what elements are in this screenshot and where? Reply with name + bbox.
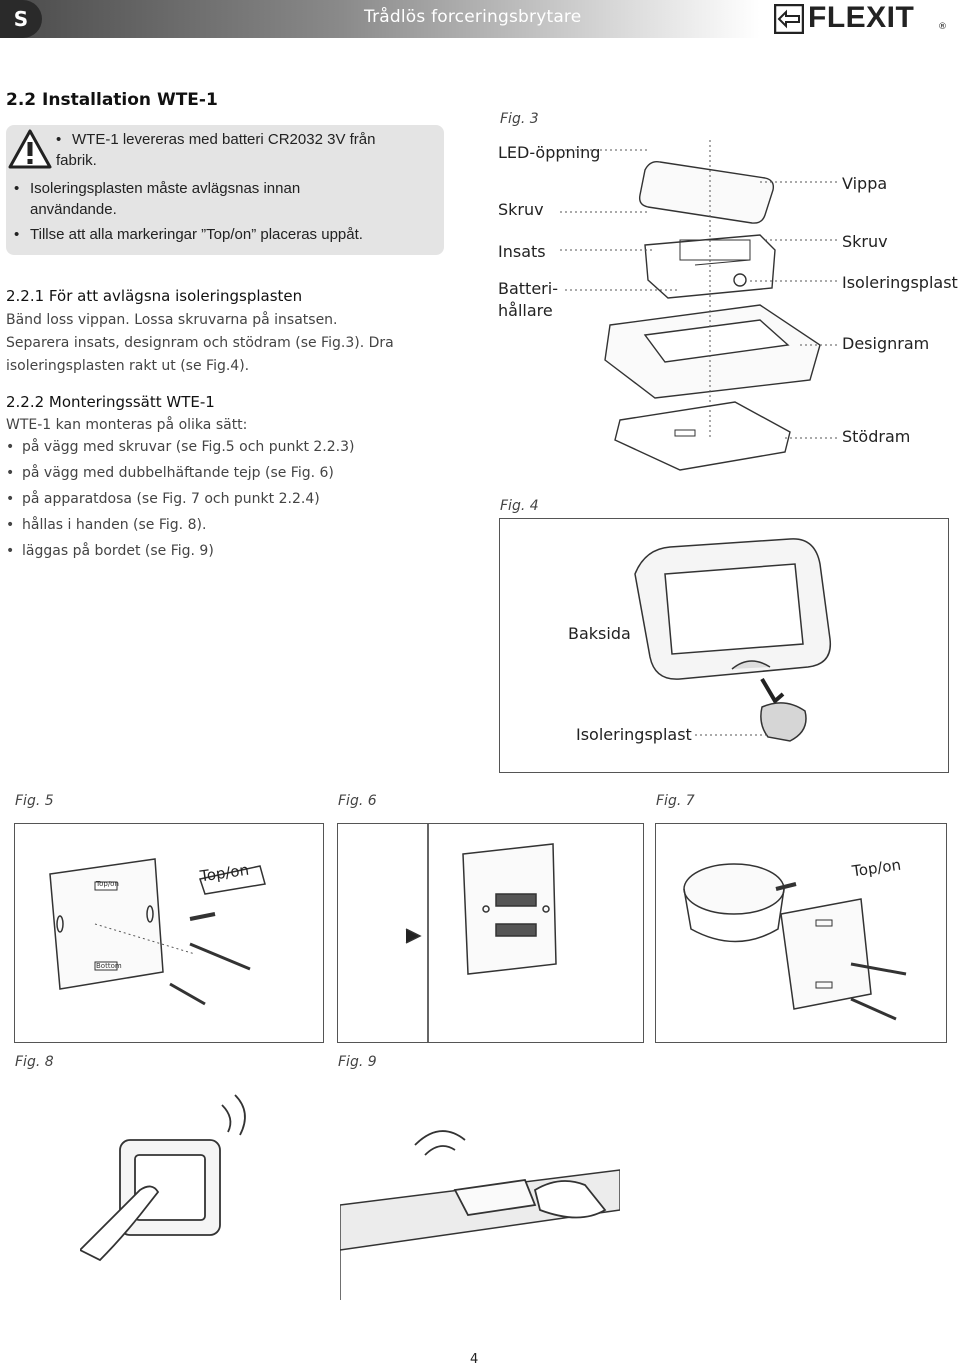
fig5-small-bottom: Bottom <box>96 962 122 970</box>
warning-item-2-cont: användande. <box>30 201 117 218</box>
fig3-label-skruv-left: Skruv <box>498 200 544 219</box>
section-title: 2.2 Installation WTE-1 <box>6 90 218 110</box>
subsection-2-title: 2.2.2 Monteringssätt WTE-1 <box>6 393 215 411</box>
subsection-1-line-3: isoleringsplasten rakt ut (se Fig.4). <box>6 358 250 374</box>
page-number: 4 <box>470 1352 479 1367</box>
warning-item-1-cont: fabrik. <box>56 152 97 169</box>
flexit-logo-icon <box>774 4 804 34</box>
fig3-label-stodram: Stödram <box>842 427 911 446</box>
fig3-caption: Fig. 3 <box>500 111 539 127</box>
fig8-caption: Fig. 8 <box>15 1054 54 1070</box>
page-header: S Trådlös forceringsbrytare FLEXIT ® <box>0 0 960 38</box>
fig6-caption: Fig. 6 <box>338 793 377 809</box>
fig3-label-led: LED-öppning <box>498 143 601 162</box>
fig3-label-designram: Designram <box>842 334 930 353</box>
fig3-label-vippa: Vippa <box>842 174 888 193</box>
fig5-frame <box>14 823 324 1043</box>
fig8-drawing <box>80 1090 280 1280</box>
fig3-label-insats: Insats <box>498 242 546 261</box>
fig4-frame <box>499 518 949 773</box>
subsection-1-title: 2.2.1 För att avlägsna isoleringsplasten <box>6 287 303 305</box>
fig3-label-hallare: hållare <box>498 301 553 320</box>
fig3-label-skruv-right: Skruv <box>842 232 888 251</box>
mount-option-3: på apparatdosa (se Fig. 7 och punkt 2.2.… <box>6 491 320 507</box>
registered-mark: ® <box>938 22 947 32</box>
fig3-label-batteri: Batteri- <box>498 279 558 298</box>
fig4-label-isoleringsplast: Isoleringsplast <box>576 725 692 744</box>
fig3-exploded-drawing <box>560 140 850 480</box>
fig5-small-top: Top/on <box>96 880 119 888</box>
header-title: Trådlös forceringsbrytare <box>364 7 582 27</box>
subsection-1-line-1: Bänd loss vippan. Lossa skruvarna på ins… <box>6 312 338 328</box>
fig9-caption: Fig. 9 <box>338 1054 377 1070</box>
mount-option-2: på vägg med dubbelhäftande tejp (se Fig.… <box>6 465 334 481</box>
subsection-2-intro: WTE-1 kan monteras på olika sätt: <box>6 417 248 433</box>
fig4-caption: Fig. 4 <box>500 498 539 514</box>
mount-option-5: läggas på bordet (se Fig. 9) <box>6 543 214 559</box>
flexit-logo-text: FLEXIT <box>808 1 915 34</box>
mount-option-4: hållas i handen (se Fig. 8). <box>6 517 206 533</box>
fig3-label-isoleringsplast: Isoleringsplast <box>842 273 958 292</box>
fig4-label-baksida: Baksida <box>568 624 631 643</box>
mount-option-1: på vägg med skruvar (se Fig.5 och punkt … <box>6 439 355 455</box>
warning-item-2: Isoleringsplasten måste avlägsnas innan <box>14 180 300 197</box>
header-gradient-bar <box>0 0 760 38</box>
warning-triangle-icon <box>8 129 52 169</box>
language-badge: S <box>0 0 42 38</box>
fig6-frame <box>337 823 644 1043</box>
warning-item-3: Tillse att alla markeringar ”Top/on” pla… <box>14 226 363 243</box>
fig9-drawing <box>340 1120 620 1300</box>
fig7-frame <box>655 823 947 1043</box>
warning-item-1: WTE-1 levereras med batteri CR2032 3V fr… <box>56 131 375 148</box>
fig5-caption: Fig. 5 <box>15 793 54 809</box>
subsection-1-line-2: Separera insats, designram och stödram (… <box>6 335 394 351</box>
fig7-caption: Fig. 7 <box>656 793 695 809</box>
